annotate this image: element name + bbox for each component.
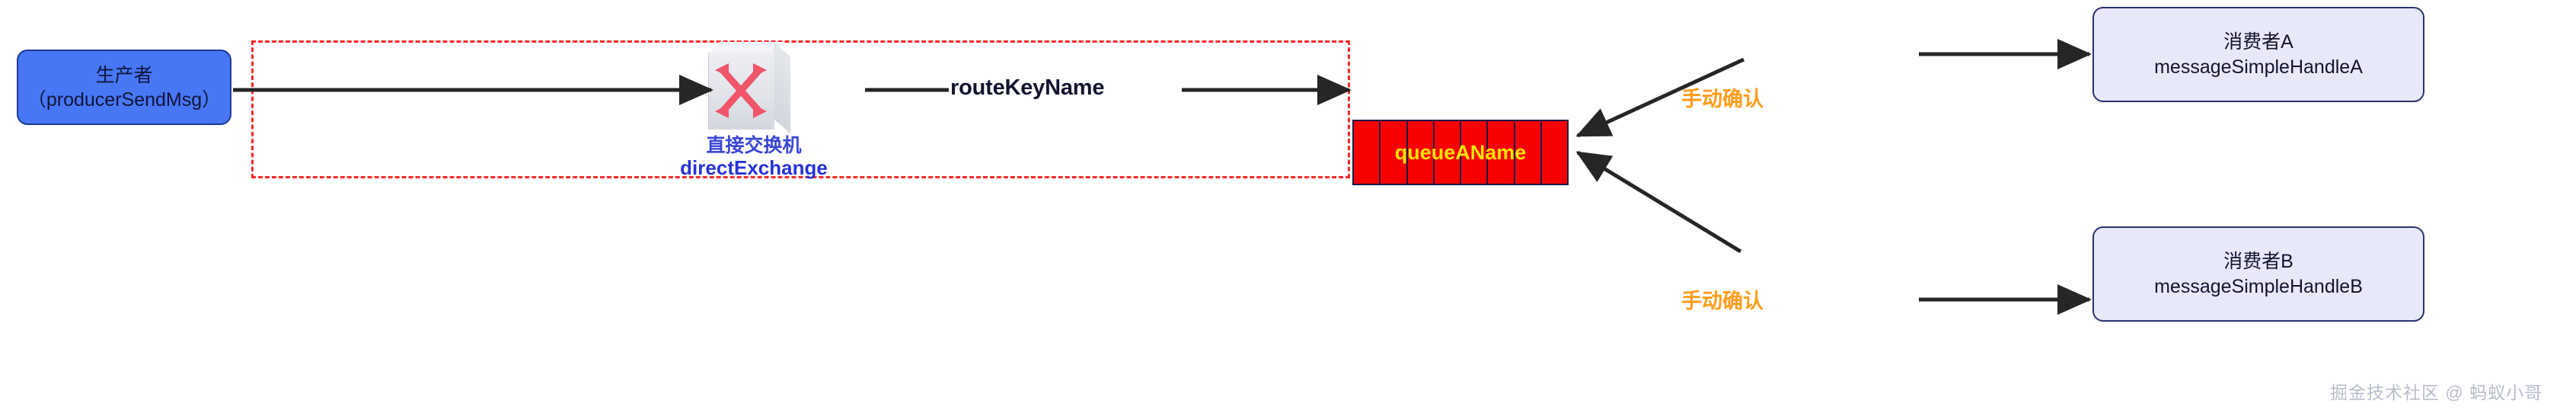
consumer-node-b[interactable]: 消费者B messageSimpleHandleB	[2092, 226, 2424, 322]
consumer-a-label-cn: 消费者A	[2223, 31, 2294, 53]
edge-ack-b-to-queue	[1575, 150, 1742, 254]
queue-cell	[1488, 121, 1515, 184]
exchange-cube-icon	[708, 42, 790, 134]
consumer-b-handler: messageSimpleHandleB	[2154, 275, 2363, 297]
exchange-node[interactable]: 直接交换机 directExchange	[662, 42, 845, 179]
exchange-label-en: directExchange	[680, 156, 828, 179]
queue-cell	[1461, 121, 1489, 184]
producer-node[interactable]: 生产者 （producerSendMsg）	[17, 50, 231, 125]
queue-cell	[1435, 121, 1461, 184]
shuffle-crossing-arrows-icon	[715, 63, 767, 118]
consumer-node-a[interactable]: 消费者A messageSimpleHandleA	[2092, 7, 2424, 102]
queue-cell	[1381, 121, 1408, 184]
route-key-label: routeKeyName	[950, 75, 1105, 100]
queue-cell	[1515, 121, 1542, 184]
exchange-label-cn: 直接交换机	[706, 135, 802, 156]
consumer-b-label-cn: 消费者B	[2223, 251, 2294, 272]
queue-cell	[1408, 121, 1435, 184]
queue-cell	[1542, 121, 1567, 184]
broker-boundary-region	[251, 40, 1350, 178]
consumer-a-handler: messageSimpleHandleA	[2154, 56, 2363, 78]
producer-label-cn: 生产者	[95, 64, 153, 86]
cube-side-face	[774, 42, 790, 134]
manual-ack-label-b: 手动确认	[1681, 290, 1764, 313]
watermark-text: 掘金技术社区 @ 蚂蚁小哥	[2330, 383, 2543, 402]
producer-label-en: （producerSendMsg）	[27, 88, 222, 111]
queue-cell	[1354, 121, 1381, 184]
manual-ack-label-a: 手动确认	[1681, 88, 1764, 111]
queue-node[interactable]	[1352, 120, 1569, 185]
